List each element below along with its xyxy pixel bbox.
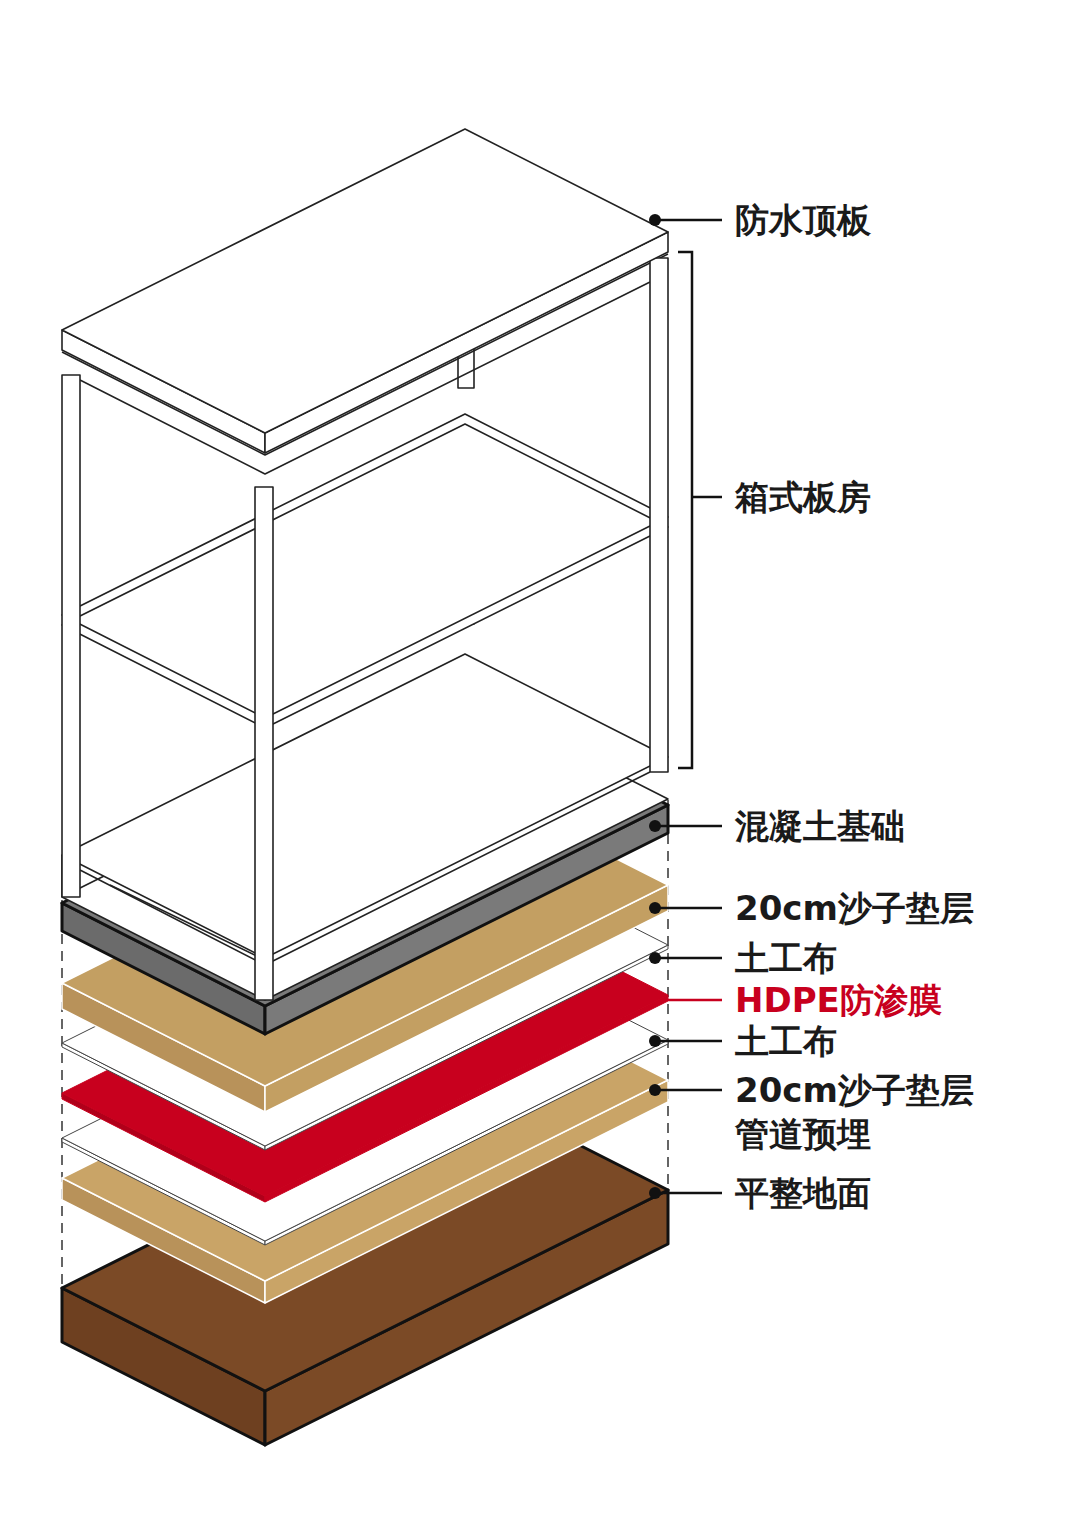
callout-label: 土工布	[735, 1019, 1035, 1063]
container-house	[62, 129, 668, 1000]
callout-label: 20cm沙子垫层	[735, 886, 1035, 930]
callout-label: 防水顶板	[735, 198, 1035, 242]
callout-label: 混凝土基础	[735, 804, 1035, 848]
callout-label: 土工布	[735, 936, 1035, 980]
callout-label: 20cm沙子垫层 管道预埋	[735, 1068, 1035, 1156]
callout-label: HDPE防渗膜	[735, 978, 1035, 1022]
leader-dots	[649, 214, 661, 1199]
callout-label: 箱式板房	[735, 475, 1035, 519]
leader-lines	[655, 220, 722, 1193]
callout-label: 平整地面	[735, 1171, 1035, 1215]
